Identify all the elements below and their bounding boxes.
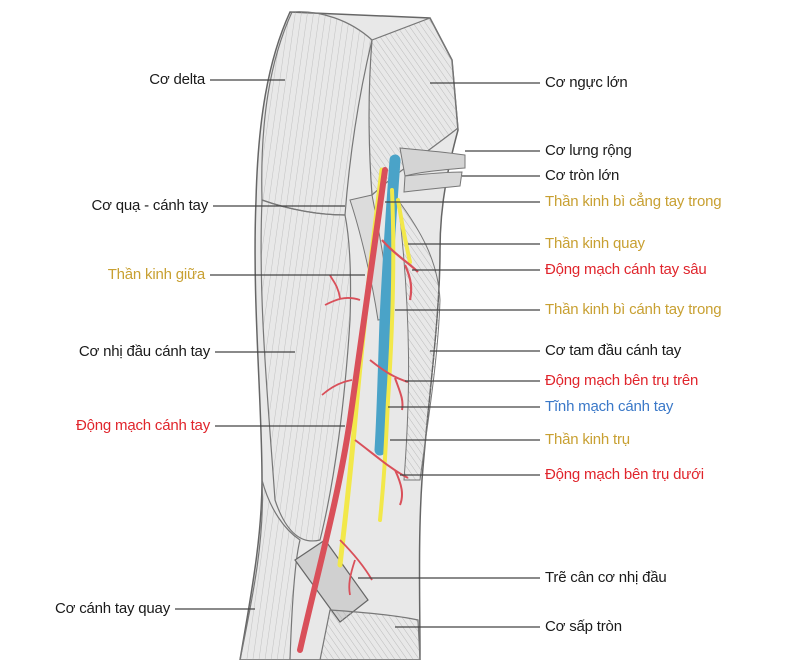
label-pronator-teres: Cơ sấp tròn bbox=[545, 618, 622, 635]
leader-lines-left bbox=[175, 79, 365, 610]
label-bicipital-aponeurosis: Trẽ cân cơ nhị đầu bbox=[545, 569, 667, 586]
muscular-artery-branches bbox=[321, 274, 373, 596]
label-brachial-vein: Tĩnh mạch cánh tay bbox=[545, 398, 674, 415]
label-teres-major: Cơ tròn lớn bbox=[545, 167, 620, 184]
label-radial-nerve: Thần kinh quay bbox=[545, 235, 645, 252]
label-coracobrachialis: Cơ quạ - cánh tay bbox=[91, 197, 209, 214]
label-biceps: Cơ nhị đầu cánh tay bbox=[78, 343, 210, 360]
label-median-nerve: Thần kinh giữa bbox=[107, 266, 206, 283]
teres-major-muscle bbox=[403, 171, 463, 193]
label-pectoralis-major: Cơ ngực lớn bbox=[545, 74, 628, 91]
label-deltoid: Cơ delta bbox=[149, 71, 205, 88]
label-latissimus-dorsi: Cơ lưng rộng bbox=[545, 142, 632, 159]
pronator-teres-muscle bbox=[319, 609, 421, 660]
brachioradialis-muscle bbox=[239, 479, 301, 660]
label-brachioradialis: Cơ cánh tay quay bbox=[54, 600, 170, 617]
leader-lines-right bbox=[358, 82, 540, 628]
label-deep-brachial-artery: Động mạch cánh tay sâu bbox=[545, 261, 707, 278]
label-superior-ulnar-collateral-artery: Động mạch bên trụ trên bbox=[545, 372, 699, 389]
radial-nerve bbox=[396, 198, 412, 264]
label-triceps: Cơ tam đầu cánh tay bbox=[545, 342, 682, 359]
latissimus-dorsi-muscle bbox=[399, 147, 466, 177]
label-inferior-ulnar-collateral-artery: Động mạch bên trụ dưới bbox=[545, 466, 704, 483]
bicipital-aponeurosis bbox=[294, 539, 369, 623]
label-ulnar-nerve: Thần kinh trụ bbox=[545, 431, 630, 448]
label-medial-antebrachial-cutaneous-nerve: Thần kinh bì cẳng tay trong bbox=[545, 193, 722, 210]
biceps-muscle bbox=[260, 199, 352, 542]
label-brachial-artery: Động mạch cánh tay bbox=[76, 417, 210, 434]
label-medial-brachial-cutaneous-nerve: Thần kinh bì cánh tay trong bbox=[545, 301, 722, 318]
brachial-artery bbox=[297, 167, 388, 653]
ulnar-nerve bbox=[378, 188, 396, 522]
